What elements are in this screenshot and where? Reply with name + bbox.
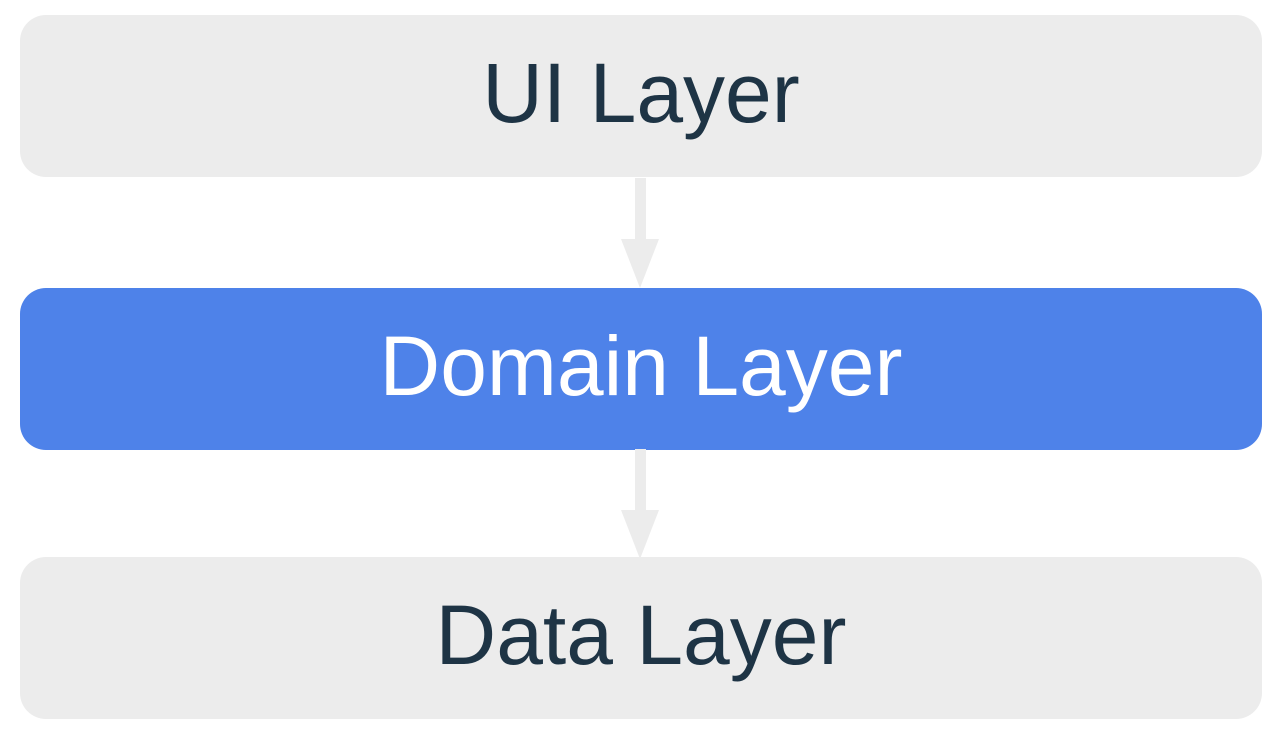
down-arrow-icon: [621, 178, 659, 288]
down-arrow-shaft: [634, 178, 646, 239]
ui-layer-box: UI Layer: [20, 15, 1262, 177]
domain-layer-label: Domain Layer: [379, 319, 903, 413]
down-arrow-head: [621, 510, 659, 559]
domain-layer-box: Domain Layer: [20, 288, 1262, 450]
down-arrow-icon: [621, 449, 659, 559]
ui-layer-label: UI Layer: [482, 46, 800, 140]
data-layer-label: Data Layer: [435, 588, 847, 682]
data-layer-box: Data Layer: [20, 557, 1262, 719]
down-arrow-head: [621, 239, 659, 288]
down-arrow-shaft: [634, 449, 646, 510]
